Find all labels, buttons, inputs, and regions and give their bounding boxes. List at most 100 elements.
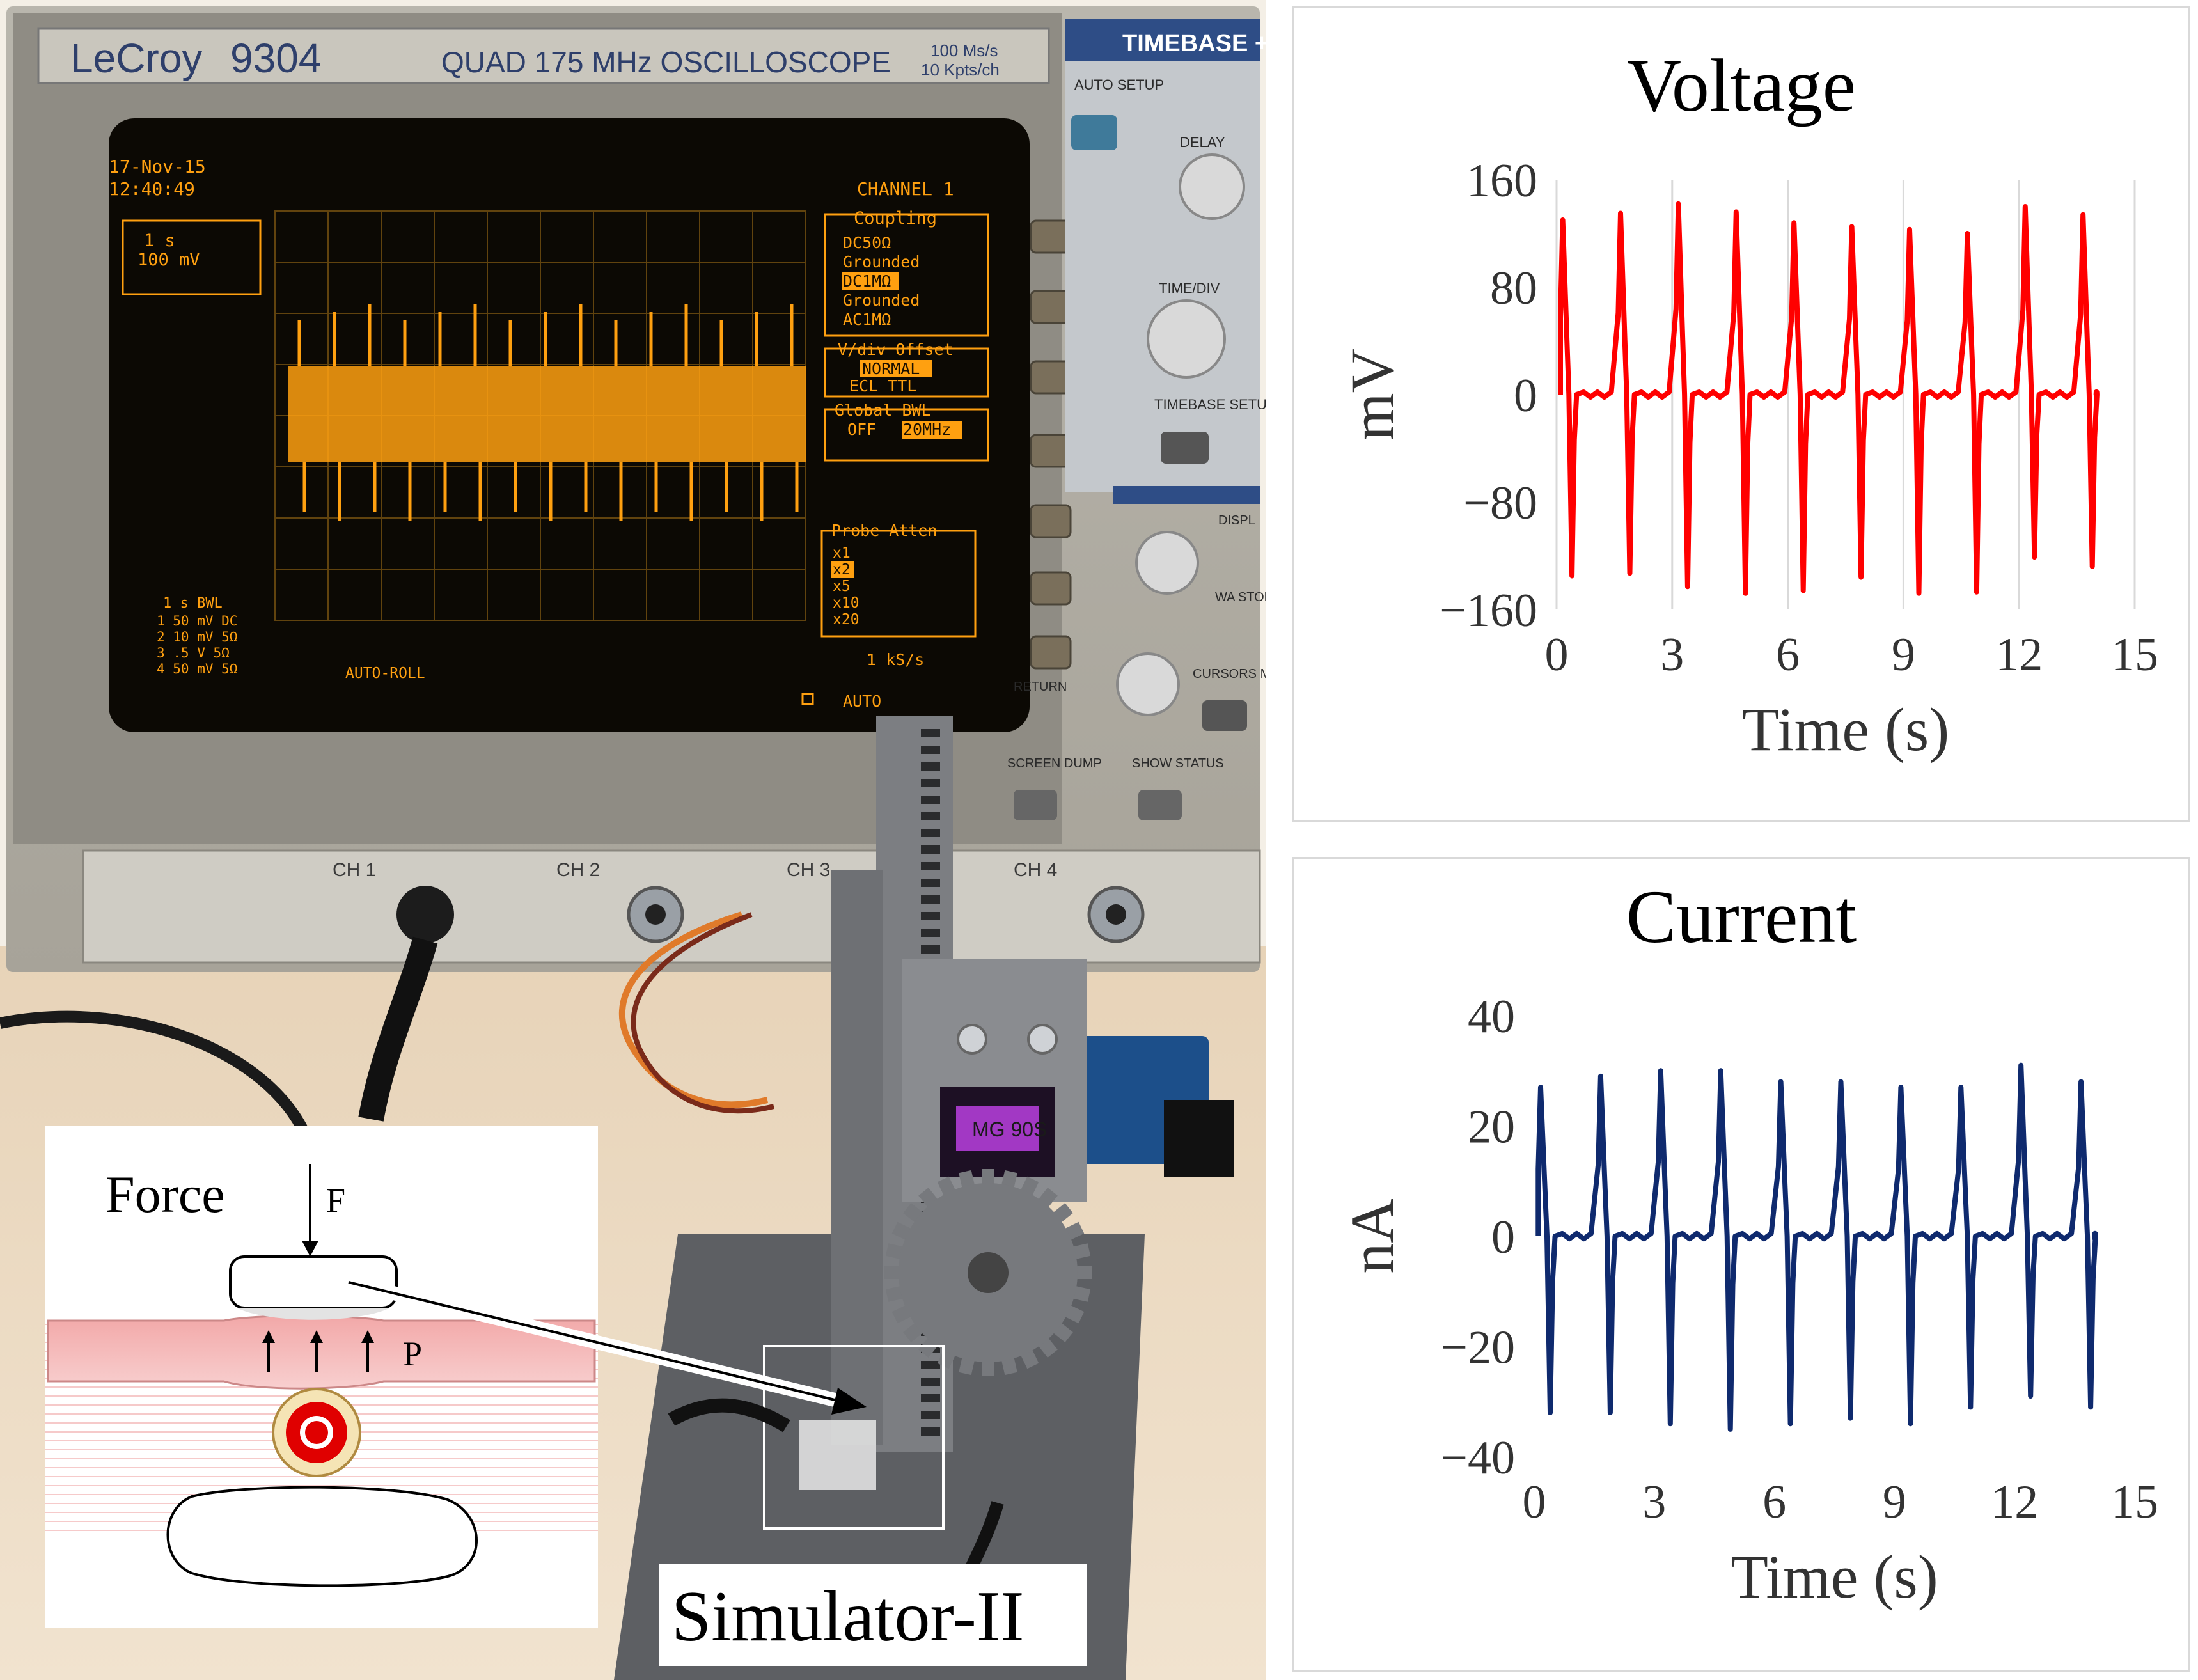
probe-option[interactable]: x5 bbox=[833, 578, 851, 595]
vessel-core bbox=[305, 1421, 328, 1444]
peak-point bbox=[1851, 226, 1853, 228]
sensor-highlight-box bbox=[763, 1345, 945, 1530]
vdiv-selected[interactable]: NORMAL bbox=[862, 359, 920, 378]
trough-point bbox=[2030, 1395, 2031, 1397]
bwl-off[interactable]: OFF bbox=[847, 420, 876, 439]
peak-point bbox=[1677, 203, 1679, 205]
rack-tooth bbox=[921, 1411, 940, 1419]
ch2-bnc-center bbox=[645, 904, 666, 925]
servo-label: MG 90S bbox=[972, 1118, 1047, 1141]
peak-point bbox=[1736, 211, 1737, 212]
x-tick-label: 6 bbox=[1776, 629, 1800, 681]
coupling-option[interactable]: DC50Ω bbox=[843, 233, 891, 252]
coupling-menu[interactable] bbox=[824, 213, 989, 337]
scope-trace-spikes bbox=[297, 304, 799, 521]
x-tick-label: 12 bbox=[1995, 629, 2043, 681]
contact-surface bbox=[237, 1308, 390, 1320]
rack-tooth bbox=[921, 945, 940, 954]
position-knob[interactable] bbox=[1116, 652, 1180, 716]
rack-tooth bbox=[921, 812, 940, 820]
trace-info-box bbox=[122, 219, 262, 295]
wave-store-label: WA STORE bbox=[1215, 590, 1266, 604]
probe-option[interactable]: x1 bbox=[833, 545, 851, 561]
trough-point bbox=[1687, 586, 1688, 587]
probe-selected-bg bbox=[831, 561, 854, 578]
vdiv-selected-bg bbox=[860, 360, 932, 377]
y-tick-label: 80 bbox=[1490, 262, 1537, 315]
probe-option[interactable]: x20 bbox=[833, 611, 860, 628]
trough-point bbox=[1970, 1406, 1971, 1408]
delay-knob[interactable] bbox=[1179, 153, 1245, 220]
timebase-setup-button[interactable] bbox=[1161, 432, 1209, 464]
trough-point bbox=[1629, 572, 1631, 574]
probe-option[interactable]: x10 bbox=[833, 595, 860, 611]
rate-label-2: 10 Kpts/ch bbox=[921, 60, 1000, 79]
cursors-label: CURSORS MEASURE bbox=[1193, 667, 1266, 681]
rack-tooth bbox=[921, 779, 940, 787]
soft-key-button[interactable] bbox=[1030, 290, 1072, 324]
pointer-arrowhead bbox=[831, 1388, 867, 1415]
scope-trace-band bbox=[288, 366, 806, 462]
soft-key-button[interactable] bbox=[1030, 219, 1072, 254]
y-axis-label: nA bbox=[1338, 1198, 1406, 1273]
x-tick-label: 0 bbox=[1523, 1476, 1546, 1528]
trough-point bbox=[1850, 1418, 1851, 1419]
auto-setup-button[interactable] bbox=[1071, 115, 1117, 150]
trough-point bbox=[1919, 593, 1920, 594]
peak-point bbox=[1780, 1081, 1782, 1083]
y-tick-label: 0 bbox=[1514, 370, 1537, 422]
peak-point bbox=[1966, 233, 1968, 234]
status-row: 2 10 mV 5Ω bbox=[157, 629, 237, 645]
y-tick-label: 160 bbox=[1466, 155, 1537, 207]
show-status-button[interactable] bbox=[1138, 790, 1182, 820]
orange-wire bbox=[618, 911, 769, 1108]
status-row: 1 50 mV DC bbox=[157, 613, 237, 629]
screen-time: 12:40:49 bbox=[109, 178, 195, 200]
black-cable bbox=[0, 1010, 313, 1141]
coupling-option[interactable]: AC1MΩ bbox=[843, 310, 891, 329]
y-tick-label: 40 bbox=[1468, 991, 1515, 1043]
gear-hub bbox=[968, 1252, 1009, 1293]
coupling-option-selected[interactable]: DC1MΩ bbox=[843, 272, 891, 290]
peak-point bbox=[1909, 229, 1910, 230]
label-strip bbox=[37, 27, 1050, 84]
channel-knob[interactable] bbox=[1135, 531, 1199, 595]
soft-key-button[interactable] bbox=[1030, 360, 1072, 395]
vdiv-options[interactable]: ECL TTL bbox=[849, 377, 916, 395]
status-row: 3 .5 V 5Ω bbox=[157, 645, 230, 661]
trough-point bbox=[1790, 1423, 1791, 1424]
coupling-option[interactable]: Grounded bbox=[843, 291, 920, 310]
trough-point bbox=[1730, 1429, 1731, 1430]
rate-label-1: 100 Ms/s bbox=[930, 41, 998, 60]
soft-key-button[interactable] bbox=[1030, 635, 1072, 670]
probe-option-selected[interactable]: x2 bbox=[833, 561, 851, 578]
soft-key-button[interactable] bbox=[1030, 504, 1072, 538]
soft-key-button[interactable] bbox=[1030, 434, 1072, 468]
peak-point bbox=[1720, 1070, 1722, 1071]
ch1-probe-connector[interactable] bbox=[396, 886, 454, 943]
soft-key-button[interactable] bbox=[1030, 571, 1072, 606]
peak-point bbox=[1960, 1087, 1961, 1088]
vdiv-menu[interactable] bbox=[824, 347, 989, 398]
bwl-menu[interactable] bbox=[824, 408, 989, 462]
bwl-selected[interactable]: 20MHz bbox=[903, 420, 951, 439]
rack-tooth bbox=[921, 1394, 940, 1402]
ch3-label: CH 3 bbox=[787, 860, 830, 881]
probe-menu[interactable] bbox=[820, 530, 977, 638]
peak-point bbox=[1620, 213, 1621, 214]
rack-tooth bbox=[921, 729, 940, 737]
cursors-button[interactable] bbox=[1202, 700, 1247, 731]
time-div-knob[interactable] bbox=[1147, 299, 1226, 379]
trough-point bbox=[1745, 593, 1746, 594]
trough-point bbox=[1976, 592, 1977, 593]
rack-tooth bbox=[921, 746, 940, 754]
mount-screw bbox=[1027, 1024, 1058, 1055]
x-tick-label: 0 bbox=[1545, 629, 1569, 681]
coupling-option[interactable]: Grounded bbox=[843, 253, 920, 271]
display-label: DISPL bbox=[1218, 514, 1255, 528]
rack-tooth bbox=[921, 929, 940, 937]
screen-dump-button[interactable] bbox=[1014, 790, 1057, 820]
bwl-title: Global BWL bbox=[835, 401, 931, 420]
